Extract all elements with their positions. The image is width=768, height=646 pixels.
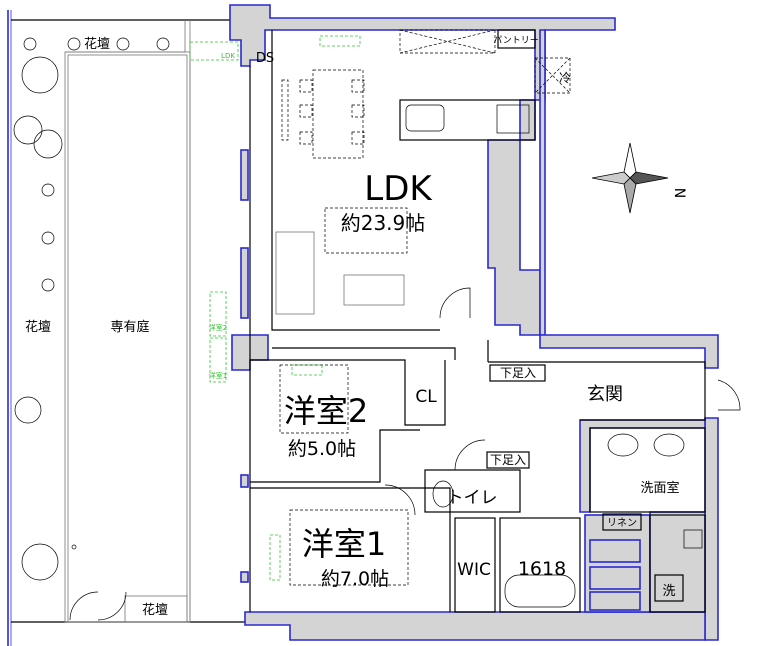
north-label: N — [671, 188, 687, 198]
washer-label: 洗 — [662, 584, 675, 599]
wic-label: WIC — [457, 560, 491, 580]
toilet-label: トイレ — [447, 488, 498, 508]
compass-icon: N — [591, 142, 687, 214]
flower-bed-top-label: 花壇 — [84, 36, 110, 52]
ac-label-room1: 洋室1 — [209, 371, 227, 380]
walls — [229, 4, 719, 641]
shoe-closet-label-2: 下足入 — [490, 453, 526, 467]
bath-label: 1618 — [518, 558, 566, 580]
room1-name: 洋室1 — [302, 525, 386, 563]
shoe-closet-label-1: 下足入 — [500, 366, 536, 380]
ldk-name: LDK — [364, 169, 433, 209]
closet-label: CL — [415, 387, 437, 407]
garden: 花壇 花壇 専有庭 花壇 — [7, 10, 245, 646]
ac-label-ldk: LDK — [221, 52, 235, 60]
private-garden-label: 専有庭 — [110, 319, 149, 335]
entrance-label: 玄関 — [587, 384, 623, 405]
pantry-label: パントリー — [493, 35, 538, 46]
ldk-size: 約23.9帖 — [341, 211, 426, 235]
ac-units: LDK 洋室2 洋室1 — [189, 35, 361, 581]
linen-label: リネン — [607, 517, 637, 529]
interior-lines — [249, 29, 741, 613]
ac-label-room2: 洋室2 — [209, 323, 227, 332]
ds-label: DS — [256, 51, 274, 66]
shrubs — [13, 37, 170, 581]
room-labels: LDK 約23.9帖 洋室2 約5.0帖 洋室1 約7.0帖 CL 玄関 洗面室… — [256, 35, 680, 599]
flower-bed-bottom-label: 花壇 — [142, 602, 168, 618]
room2-size: 約5.0帖 — [288, 438, 356, 460]
fridge-label: 冷 — [559, 71, 571, 85]
room1-size: 約7.0帖 — [321, 568, 389, 590]
flower-bed-left-label: 花壇 — [25, 319, 51, 335]
washroom-label: 洗面室 — [640, 480, 679, 496]
room2-name: 洋室2 — [284, 392, 368, 430]
